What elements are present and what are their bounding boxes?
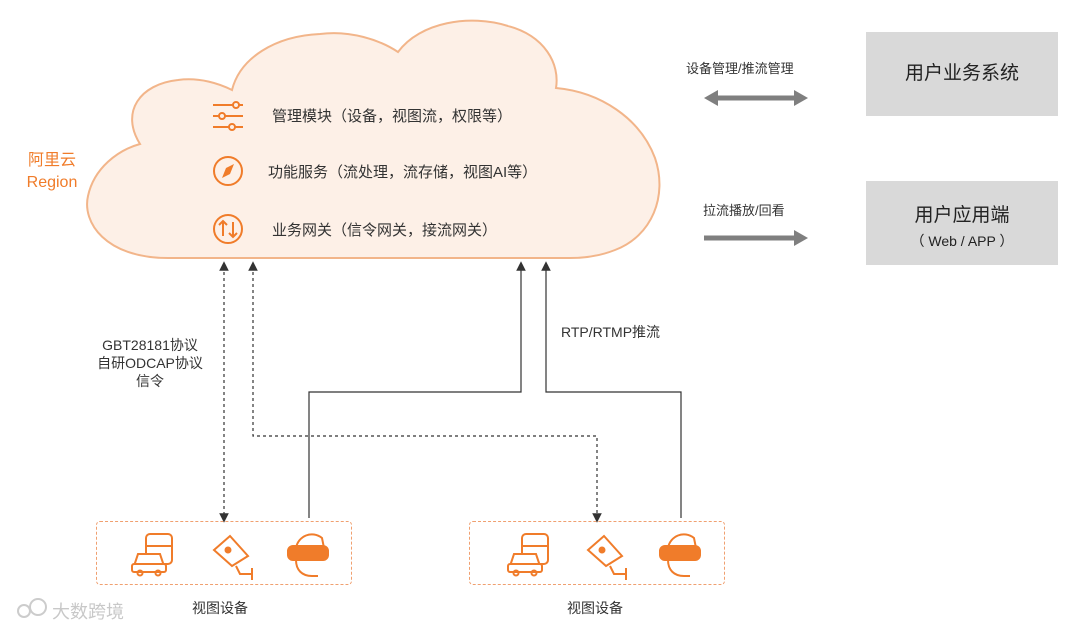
cloud-item-management: 管理模块（设备，视图流，权限等）	[272, 108, 513, 125]
device-group-left	[96, 521, 352, 585]
device-group-right	[469, 521, 725, 585]
app-client-label: 用户应用端	[914, 205, 1010, 226]
push-line-left	[308, 261, 526, 518]
region-label-line1: 阿里云	[27, 152, 76, 169]
app-client-sub: （ Web / APP ）	[910, 233, 1014, 249]
cloud-item-services: 功能服务（流处理，流存储，视图AI等）	[268, 164, 538, 181]
business-system-label: 用户业务系统	[904, 63, 1019, 84]
app-link-label: 拉流播放/回看	[703, 203, 785, 218]
signaling-line-right	[248, 261, 602, 523]
region-label: 阿里云 Region	[20, 150, 84, 194]
protocol-line-signaling: 信令	[136, 373, 164, 389]
watermark-text: 大数跨境	[52, 602, 124, 622]
vr-headset-icon	[659, 533, 701, 577]
device-group-left-label: 视图设备	[192, 600, 248, 616]
surveillance-camera-icon	[212, 534, 253, 580]
business-link-label: 设备管理/推流管理	[686, 61, 794, 76]
protocol-line-gbt: GBT28181协议	[102, 337, 198, 353]
protocol-line-odcap: 自研ODCAP协议	[97, 355, 203, 371]
watermark-logo-icon	[17, 598, 47, 618]
app-client-box: 用户应用端 （ Web / APP ）	[866, 181, 1058, 265]
up-down-arrows-icon	[213, 214, 243, 244]
cloud-shape	[86, 19, 661, 259]
push-protocol-label: RTP/RTMP推流	[561, 324, 661, 340]
surveillance-camera-icon	[586, 534, 627, 580]
vr-headset-icon	[287, 533, 329, 577]
arrow-app	[704, 230, 808, 246]
device-group-right-label: 视图设备	[567, 600, 623, 616]
region-label-line2: Region	[26, 174, 78, 191]
car-bus-icon	[507, 533, 549, 577]
push-line-right	[541, 261, 682, 518]
double-arrow-business	[704, 90, 808, 106]
car-bus-icon	[131, 533, 173, 577]
cloud-item-gateway: 业务网关（信令网关，接流网关）	[272, 222, 498, 239]
signaling-protocol-label: GBT28181协议 自研ODCAP协议 信令	[80, 336, 220, 390]
business-system-box: 用户业务系统	[866, 32, 1058, 116]
compass-icon	[213, 156, 243, 186]
sliders-icon	[213, 101, 243, 131]
